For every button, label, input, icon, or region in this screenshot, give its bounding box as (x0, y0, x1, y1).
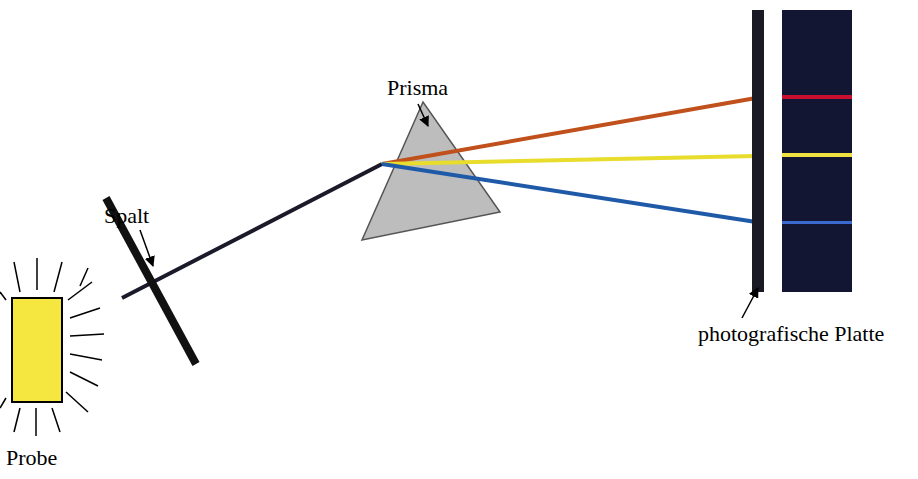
yellow-ray (382, 156, 756, 164)
photographic-plate (752, 10, 764, 292)
light-beam (122, 164, 382, 298)
leader-line (742, 288, 758, 318)
part-label: Prisma (387, 76, 448, 100)
blue-ray (382, 164, 756, 222)
part-label: Probe (6, 446, 57, 470)
blue-line (782, 221, 852, 224)
part-label: photografische Platte (698, 322, 884, 346)
part-label: Spalt (104, 204, 149, 228)
leader-line (418, 104, 428, 126)
sample-block (12, 298, 62, 402)
leader-line (140, 230, 153, 266)
emission-rays (0, 258, 104, 436)
red-line (782, 95, 852, 99)
yellow-line (782, 153, 852, 157)
plate-image (782, 10, 852, 292)
red-ray (382, 98, 756, 164)
